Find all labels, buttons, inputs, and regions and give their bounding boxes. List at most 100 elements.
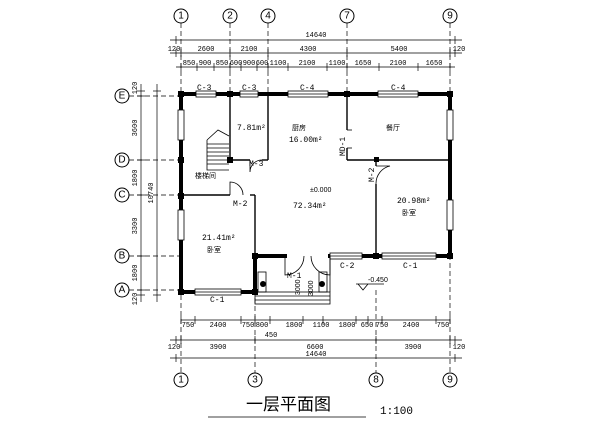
window-tag-c1: C-1 <box>403 262 418 271</box>
door-tag-md1: MD-1 <box>339 137 348 156</box>
bed-right-area: 20.98m² <box>397 197 431 206</box>
left-axis-markers: E D C B A <box>114 88 130 298</box>
drawing-title: 一层平面图 <box>246 395 331 414</box>
dining-label: 餐厅 <box>386 123 400 132</box>
door-tag-m2: M-2 <box>368 167 377 182</box>
axis-label: 3 <box>252 375 258 386</box>
porch-level: -0.450 <box>368 277 388 284</box>
dim: 750 <box>242 322 255 330</box>
room-labels: 7.81m² 厨房 16.00m² 餐厅 楼梯间 ±0.000 72.34m² … <box>195 123 431 254</box>
drawing-title-block: 一层平面图 1:100 <box>208 395 413 418</box>
dim: 3300 <box>132 218 140 235</box>
hall-area: 72.34m² <box>293 202 327 211</box>
axis-lines <box>129 23 451 373</box>
top-axis-markers: 1 2 4 7 9 <box>173 8 458 24</box>
porch-dim: 3000 <box>295 279 302 295</box>
dim: 1650 <box>355 60 372 68</box>
dim: 2100 <box>390 60 407 68</box>
axis-label: 1 <box>178 375 184 386</box>
bottom-dimensions: 750 2400 750 800 1800 1100 1800 650 750 … <box>168 316 466 362</box>
bottom-axis-markers: 1 3 8 9 <box>173 372 458 388</box>
bed-right-label: 卧室 <box>402 208 416 217</box>
dim: 1800 <box>286 322 303 330</box>
dim: 6600 <box>307 344 324 352</box>
dim: 120 <box>168 46 181 54</box>
dim: 650 <box>361 322 374 330</box>
dim: 3600 <box>132 120 140 137</box>
dim: 600 <box>256 60 269 68</box>
dim: 1100 <box>329 60 346 68</box>
dim-overall-left: 10740 <box>148 182 156 203</box>
stairs <box>206 129 230 171</box>
axis-label: E <box>119 91 126 102</box>
dim: 120 <box>453 344 466 352</box>
axis-label: 7 <box>344 11 350 22</box>
dim: 900 <box>243 60 256 68</box>
dim: 2400 <box>210 322 227 330</box>
porch-dim-2: 3000 <box>308 280 315 296</box>
dim: 750 <box>376 322 389 330</box>
bed-left-area: 21.41m² <box>202 234 236 243</box>
dim: 3900 <box>405 344 422 352</box>
axis-label: B <box>119 251 126 262</box>
dim: 1800 <box>339 322 356 330</box>
dim: 850 <box>216 60 229 68</box>
dim: 600 <box>230 60 243 68</box>
axis-label: 8 <box>373 375 379 386</box>
axis-label: 1 <box>178 11 184 22</box>
dim: 1650 <box>426 60 443 68</box>
axis-label: 9 <box>447 375 453 386</box>
windows <box>177 90 454 296</box>
window-tag-c3: C-3 <box>197 84 212 93</box>
axis-label: C <box>118 190 125 201</box>
dim: 750 <box>437 322 450 330</box>
drawing-scale: 1:100 <box>380 406 413 418</box>
axis-label: 9 <box>447 11 453 22</box>
hall-level: ±0.000 <box>310 187 331 194</box>
dim: 1800 <box>132 265 140 282</box>
dim: 120 <box>453 46 466 54</box>
store-area: 7.81m² <box>237 124 266 133</box>
dim: 3900 <box>210 344 227 352</box>
window-tag-c4: C-4 <box>391 84 406 93</box>
dim: 900 <box>199 60 212 68</box>
dim: 1800 <box>132 170 140 187</box>
dim: 120 <box>132 293 140 306</box>
window-tag-c1: C-1 <box>210 296 225 305</box>
porch-level-marker: -0.450 <box>356 277 388 291</box>
dim-overall-bottom: 14640 <box>305 351 326 359</box>
porch: 3000 3000 <box>254 256 331 305</box>
dim: 450 <box>265 332 278 340</box>
kitchen-area: 16.00m² <box>289 136 323 145</box>
axis-label: 4 <box>265 11 271 22</box>
dim: 4300 <box>300 46 317 54</box>
dim: 1100 <box>270 60 287 68</box>
component-tags: C-3 C-3 C-4 C-4 M-3 MD-1 M-2 M-2 C-2 C-1… <box>197 84 418 305</box>
door-tag-m1: M-1 <box>287 272 302 281</box>
door-tag-m3: M-3 <box>249 160 264 169</box>
left-dimensions: 120 3600 1800 3300 1800 120 10740 <box>132 82 161 306</box>
dim: 850 <box>183 60 196 68</box>
dim: 120 <box>132 82 140 95</box>
dim: 750 <box>182 322 195 330</box>
dim: 2600 <box>198 46 215 54</box>
dim: 2400 <box>403 322 420 330</box>
window-tag-c3: C-3 <box>242 84 257 93</box>
dim: 1100 <box>313 322 330 330</box>
kitchen-label: 厨房 <box>292 123 306 132</box>
window-tag-c2: C-2 <box>340 262 355 271</box>
bed-left-label: 卧室 <box>207 245 221 254</box>
window-tag-c4: C-4 <box>300 84 315 93</box>
top-dimensions: 14640 120 2600 2100 4300 5400 120 850 90… <box>168 32 466 71</box>
dim: 2100 <box>241 46 258 54</box>
axis-label: 2 <box>227 11 233 22</box>
dim: 2100 <box>299 60 316 68</box>
dim: 800 <box>256 322 269 330</box>
dim-overall-top: 14640 <box>305 32 326 40</box>
axis-label: A <box>119 285 126 296</box>
door-tag-m2: M-2 <box>233 200 248 209</box>
axis-label: D <box>118 155 125 166</box>
stair-label: 楼梯间 <box>195 171 216 180</box>
dim: 5400 <box>391 46 408 54</box>
